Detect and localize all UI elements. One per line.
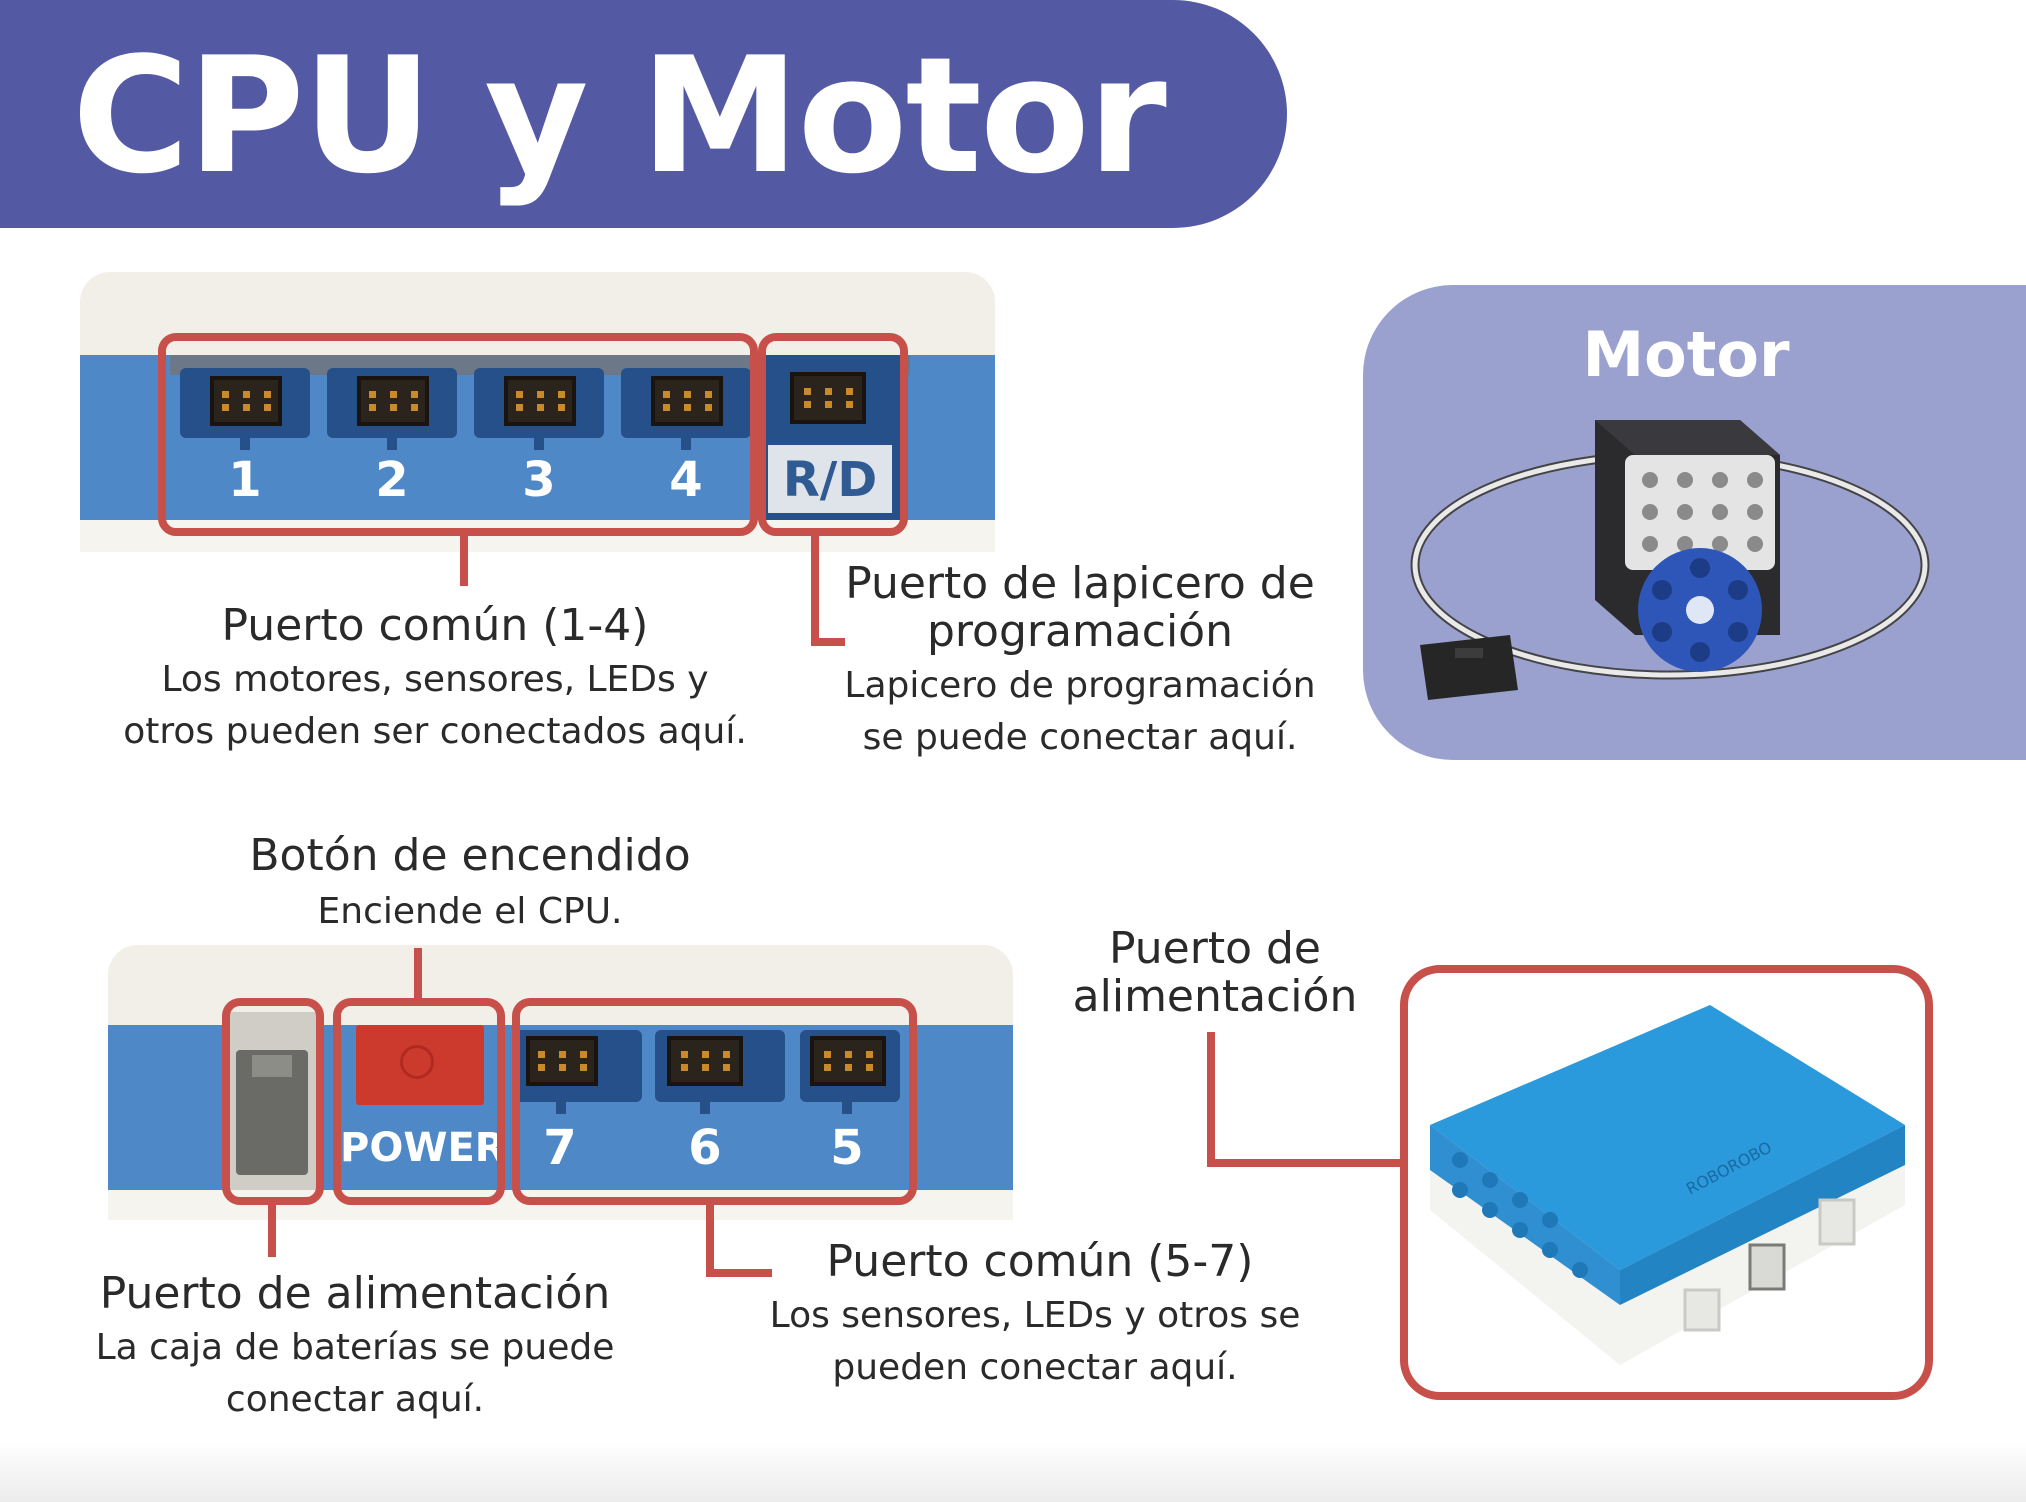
pen-port-description: Lapicero de programación se puede conect… bbox=[844, 665, 1316, 758]
port-7-connector bbox=[512, 1030, 642, 1102]
port-4-number: 4 bbox=[669, 452, 703, 508]
pen-port-heading: Puerto de lapicero de programación bbox=[845, 558, 1315, 657]
rd-port-label-bg bbox=[768, 445, 892, 513]
port-4-tick bbox=[681, 438, 691, 450]
port-3-connector bbox=[474, 368, 604, 438]
power-button-leader bbox=[414, 948, 422, 998]
pen-port-leader-h bbox=[811, 638, 845, 646]
common-1-4-leader bbox=[460, 536, 468, 586]
common-5-7-heading: Puerto común (5-7) bbox=[826, 1236, 1254, 1287]
power-port-highlight bbox=[222, 998, 324, 1205]
pen-port-highlight bbox=[758, 333, 908, 536]
cpu-bottom-bottom-edge bbox=[108, 1190, 1013, 1220]
common-5-7-leader-v bbox=[706, 1205, 714, 1277]
power-label: POWER bbox=[340, 1125, 506, 1171]
page-bottom-strip bbox=[0, 1440, 2026, 1502]
power-button-heading: Botón de encendido bbox=[249, 830, 691, 881]
power-port-right-heading: Puerto de alimentación bbox=[1072, 923, 1358, 1022]
power-button-highlight bbox=[333, 998, 505, 1205]
port-6-tick bbox=[700, 1102, 710, 1114]
power-port-description: La caja de baterías se puede conectar aq… bbox=[95, 1327, 615, 1420]
rd-port-connector bbox=[790, 372, 866, 424]
common-5-7-description: Los sensores, LEDs y otros se pueden con… bbox=[769, 1295, 1301, 1388]
common-5-7-leader-h bbox=[706, 1269, 772, 1277]
page-title: CPU y Motor bbox=[72, 22, 1167, 209]
power-jack-slot bbox=[252, 1055, 292, 1077]
motor-illustration bbox=[1410, 420, 1930, 700]
port-3-tick bbox=[534, 438, 544, 450]
port-7-number: 7 bbox=[543, 1120, 577, 1176]
common-port-1-4-highlight bbox=[158, 333, 758, 536]
port-5-tick bbox=[842, 1102, 852, 1114]
common-1-4-description: Los motores, sensores, LEDs y otros pued… bbox=[123, 659, 747, 752]
port-5-connector bbox=[800, 1030, 900, 1102]
port-1-tick bbox=[240, 438, 250, 450]
cpu-illustration: ROBOROBO bbox=[1430, 1005, 1905, 1365]
port-2-tick bbox=[387, 438, 397, 450]
motor-panel-title: Motor bbox=[1582, 318, 1790, 391]
title-banner bbox=[0, 0, 1287, 228]
power-port-heading: Puerto de alimentación bbox=[99, 1268, 611, 1319]
power-port-right-leader-h bbox=[1207, 1159, 1403, 1167]
port-4-connector bbox=[621, 368, 751, 438]
port-2-connector bbox=[327, 368, 457, 438]
port-2-number: 2 bbox=[375, 452, 409, 508]
port-6-connector bbox=[655, 1030, 785, 1102]
cpu-top-bottom-edge bbox=[80, 520, 995, 552]
rd-port-number: R/D bbox=[782, 452, 878, 508]
common-port-5-7-highlight bbox=[512, 998, 917, 1205]
port-7-tick bbox=[556, 1102, 566, 1114]
pen-port-leader-v bbox=[811, 536, 819, 646]
power-symbol-icon bbox=[400, 1045, 434, 1079]
common-1-4-heading: Puerto común (1-4) bbox=[221, 600, 649, 651]
port-3-number: 3 bbox=[522, 452, 556, 508]
power-port-right-leader-v bbox=[1207, 1032, 1215, 1167]
port-1-connector bbox=[180, 368, 310, 438]
port-5-number: 5 bbox=[830, 1120, 864, 1176]
power-port-leader bbox=[268, 1205, 276, 1257]
power-button-description: Enciende el CPU. bbox=[317, 891, 623, 932]
cpu-image-highlight bbox=[1400, 965, 1933, 1400]
port-1-number: 1 bbox=[228, 452, 262, 508]
port-6-number: 6 bbox=[688, 1120, 722, 1176]
